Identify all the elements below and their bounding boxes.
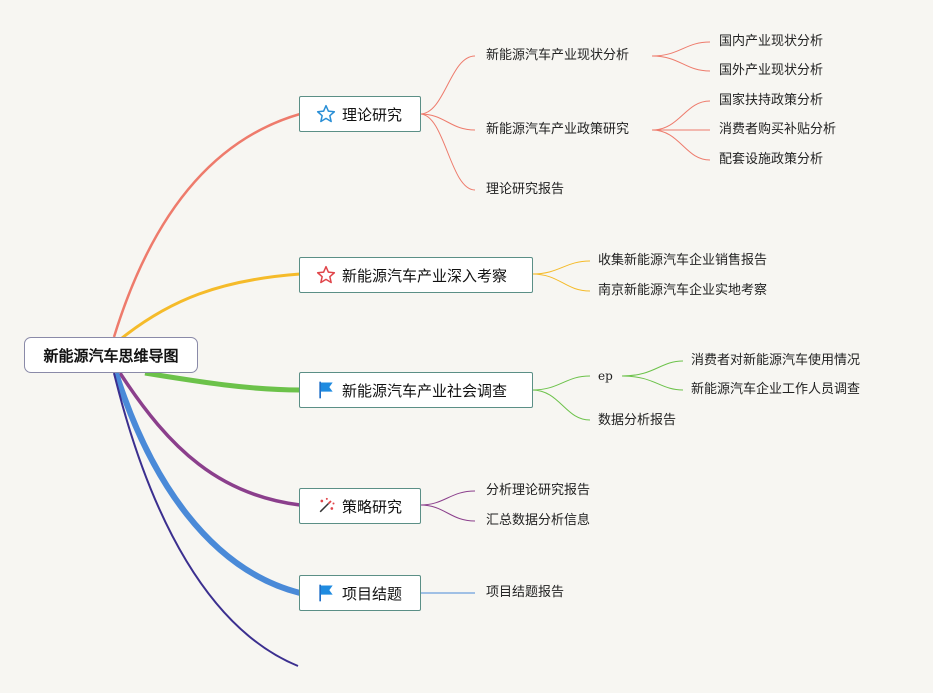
connector-b1-c3 bbox=[419, 113, 476, 191]
subtopic-theory-report[interactable]: 理论研究报告 bbox=[486, 182, 565, 197]
branch-node-label: 理论研究 bbox=[342, 105, 403, 124]
subtopic-analyze-theory-report[interactable]: 分析理论研究报告 bbox=[486, 483, 591, 498]
subtopic-consumer-subsidy[interactable]: 消费者购买补贴分析 bbox=[719, 122, 837, 137]
connector-b1-c2-g1 bbox=[651, 100, 711, 131]
subtopic-ep[interactable]: ep bbox=[598, 369, 613, 383]
branch-node-label: 项目结题 bbox=[342, 584, 403, 603]
subtopic-national-support-policy[interactable]: 国家扶持政策分析 bbox=[719, 93, 824, 108]
connector-root-branch-4 bbox=[118, 372, 301, 507]
subtopic-foreign-status[interactable]: 国外产业现状分析 bbox=[719, 63, 824, 78]
subtopic-closure-report[interactable]: 项目结题报告 bbox=[486, 585, 565, 600]
connector-b3-c1 bbox=[531, 375, 591, 391]
flag-icon bbox=[316, 583, 336, 603]
star-outline-icon bbox=[316, 104, 336, 124]
branch-node-label: 新能源汽车产业社会调查 bbox=[342, 381, 508, 400]
branch-node-theory-research[interactable]: 理论研究 bbox=[299, 96, 421, 132]
connector-root-branch-3 bbox=[144, 370, 301, 393]
subtopic-nanjing-field-visit[interactable]: 南京新能源汽车企业实地考察 bbox=[598, 283, 768, 298]
connector-b1-c1-g2 bbox=[651, 55, 711, 72]
magic-wand-icon bbox=[316, 496, 336, 516]
root-node[interactable]: 新能源汽车思维导图 bbox=[24, 337, 198, 373]
branch-node-label: 新能源汽车产业深入考察 bbox=[342, 266, 508, 285]
subtopic-industry-status[interactable]: 新能源汽车产业现状分析 bbox=[486, 48, 630, 63]
connector-b2-c1 bbox=[531, 260, 591, 275]
connector-b1-c2-g3 bbox=[651, 129, 711, 161]
connector-root-branch-5 bbox=[113, 372, 301, 596]
connector-b1-c2 bbox=[419, 113, 476, 131]
subtopic-facility-policy[interactable]: 配套设施政策分析 bbox=[719, 152, 824, 167]
subtopic-sales-report[interactable]: 收集新能源汽车企业销售报告 bbox=[598, 253, 768, 268]
subtopic-policy-research[interactable]: 新能源汽车产业政策研究 bbox=[486, 122, 630, 137]
branch-node-label: 策略研究 bbox=[342, 497, 403, 516]
connector-b1-c1-g1 bbox=[651, 41, 711, 57]
subtopic-staff-survey[interactable]: 新能源汽车企业工作人员调查 bbox=[691, 382, 861, 397]
connector-root-branch-1 bbox=[112, 112, 301, 338]
connector-b1-c1 bbox=[419, 55, 476, 115]
connector-b4-c1 bbox=[419, 490, 476, 506]
connector-root-branch-2 bbox=[121, 272, 301, 340]
connector-b3-c1-g1 bbox=[621, 360, 684, 377]
connector-root-extra bbox=[113, 372, 299, 667]
connector-b3-c1-g2 bbox=[621, 375, 684, 391]
connector-b2-c2 bbox=[531, 273, 591, 292]
connector-b4-c2 bbox=[419, 504, 476, 522]
subtopic-domestic-status[interactable]: 国内产业现状分析 bbox=[719, 34, 824, 49]
connector-b3-c2 bbox=[531, 389, 591, 421]
flag-icon bbox=[316, 380, 336, 400]
branch-node-field-investigation[interactable]: 新能源汽车产业深入考察 bbox=[299, 257, 533, 293]
star-outline-icon bbox=[316, 265, 336, 285]
subtopic-summarize-data[interactable]: 汇总数据分析信息 bbox=[486, 513, 591, 528]
subtopic-data-analysis-report[interactable]: 数据分析报告 bbox=[598, 413, 677, 428]
branch-node-project-closure[interactable]: 项目结题 bbox=[299, 575, 421, 611]
root-node-label: 新能源汽车思维导图 bbox=[43, 346, 179, 365]
branch-node-strategy-research[interactable]: 策略研究 bbox=[299, 488, 421, 524]
subtopic-consumer-usage[interactable]: 消费者对新能源汽车使用情况 bbox=[691, 353, 861, 368]
branch-node-social-survey[interactable]: 新能源汽车产业社会调查 bbox=[299, 372, 533, 408]
